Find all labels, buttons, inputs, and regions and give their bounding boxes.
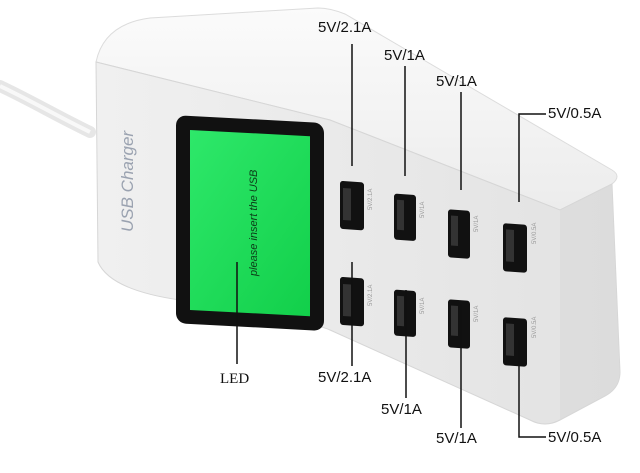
port-rating-top-3: 5V/1A xyxy=(474,216,480,232)
usb-port-top-4 xyxy=(503,223,527,273)
callout-top-4: 5V/0.5A xyxy=(548,105,602,122)
callout-top-2: 5V/1A xyxy=(384,47,425,64)
callout-led: LED xyxy=(220,371,250,387)
port-rating-bottom-2: 5V/1A xyxy=(420,298,426,314)
callout-lines xyxy=(236,44,546,438)
usb-port-top-3 xyxy=(448,209,470,259)
lcd-screen xyxy=(190,129,310,317)
port-rating-bottom-3: 5V/1A xyxy=(474,306,480,322)
usb-port-top-1 xyxy=(340,180,364,231)
callout-top-3: 5V/1A xyxy=(436,73,477,90)
port-rating-top-1: 5V/2.1A xyxy=(368,189,374,210)
callout-top-1: 5V/2.1A xyxy=(318,19,372,36)
callout-bottom-3: 5V/1A xyxy=(436,430,477,447)
port-rating-bottom-4: 5V/0.5A xyxy=(532,317,538,338)
callout-bottom-1: 5V/2.1A xyxy=(318,369,372,386)
brand-label: USB Charger xyxy=(118,130,137,232)
port-rating-bottom-1: 5V/2.1A xyxy=(368,285,374,306)
callout-bottom-4: 5V/0.5A xyxy=(548,429,602,446)
port-rating-top-4: 5V/0.5A xyxy=(532,223,538,244)
lcd-screen-text: please insert the USB xyxy=(248,170,260,277)
usb-port-bottom-4 xyxy=(503,317,527,367)
usb-port-top-2 xyxy=(394,193,416,241)
usb-port-bottom-2 xyxy=(394,289,416,337)
port-rating-top-2: 5V/1A xyxy=(420,202,426,218)
usb-port-bottom-3 xyxy=(448,299,470,349)
callout-bottom-2: 5V/1A xyxy=(381,401,422,418)
charger-body-top xyxy=(95,7,618,211)
